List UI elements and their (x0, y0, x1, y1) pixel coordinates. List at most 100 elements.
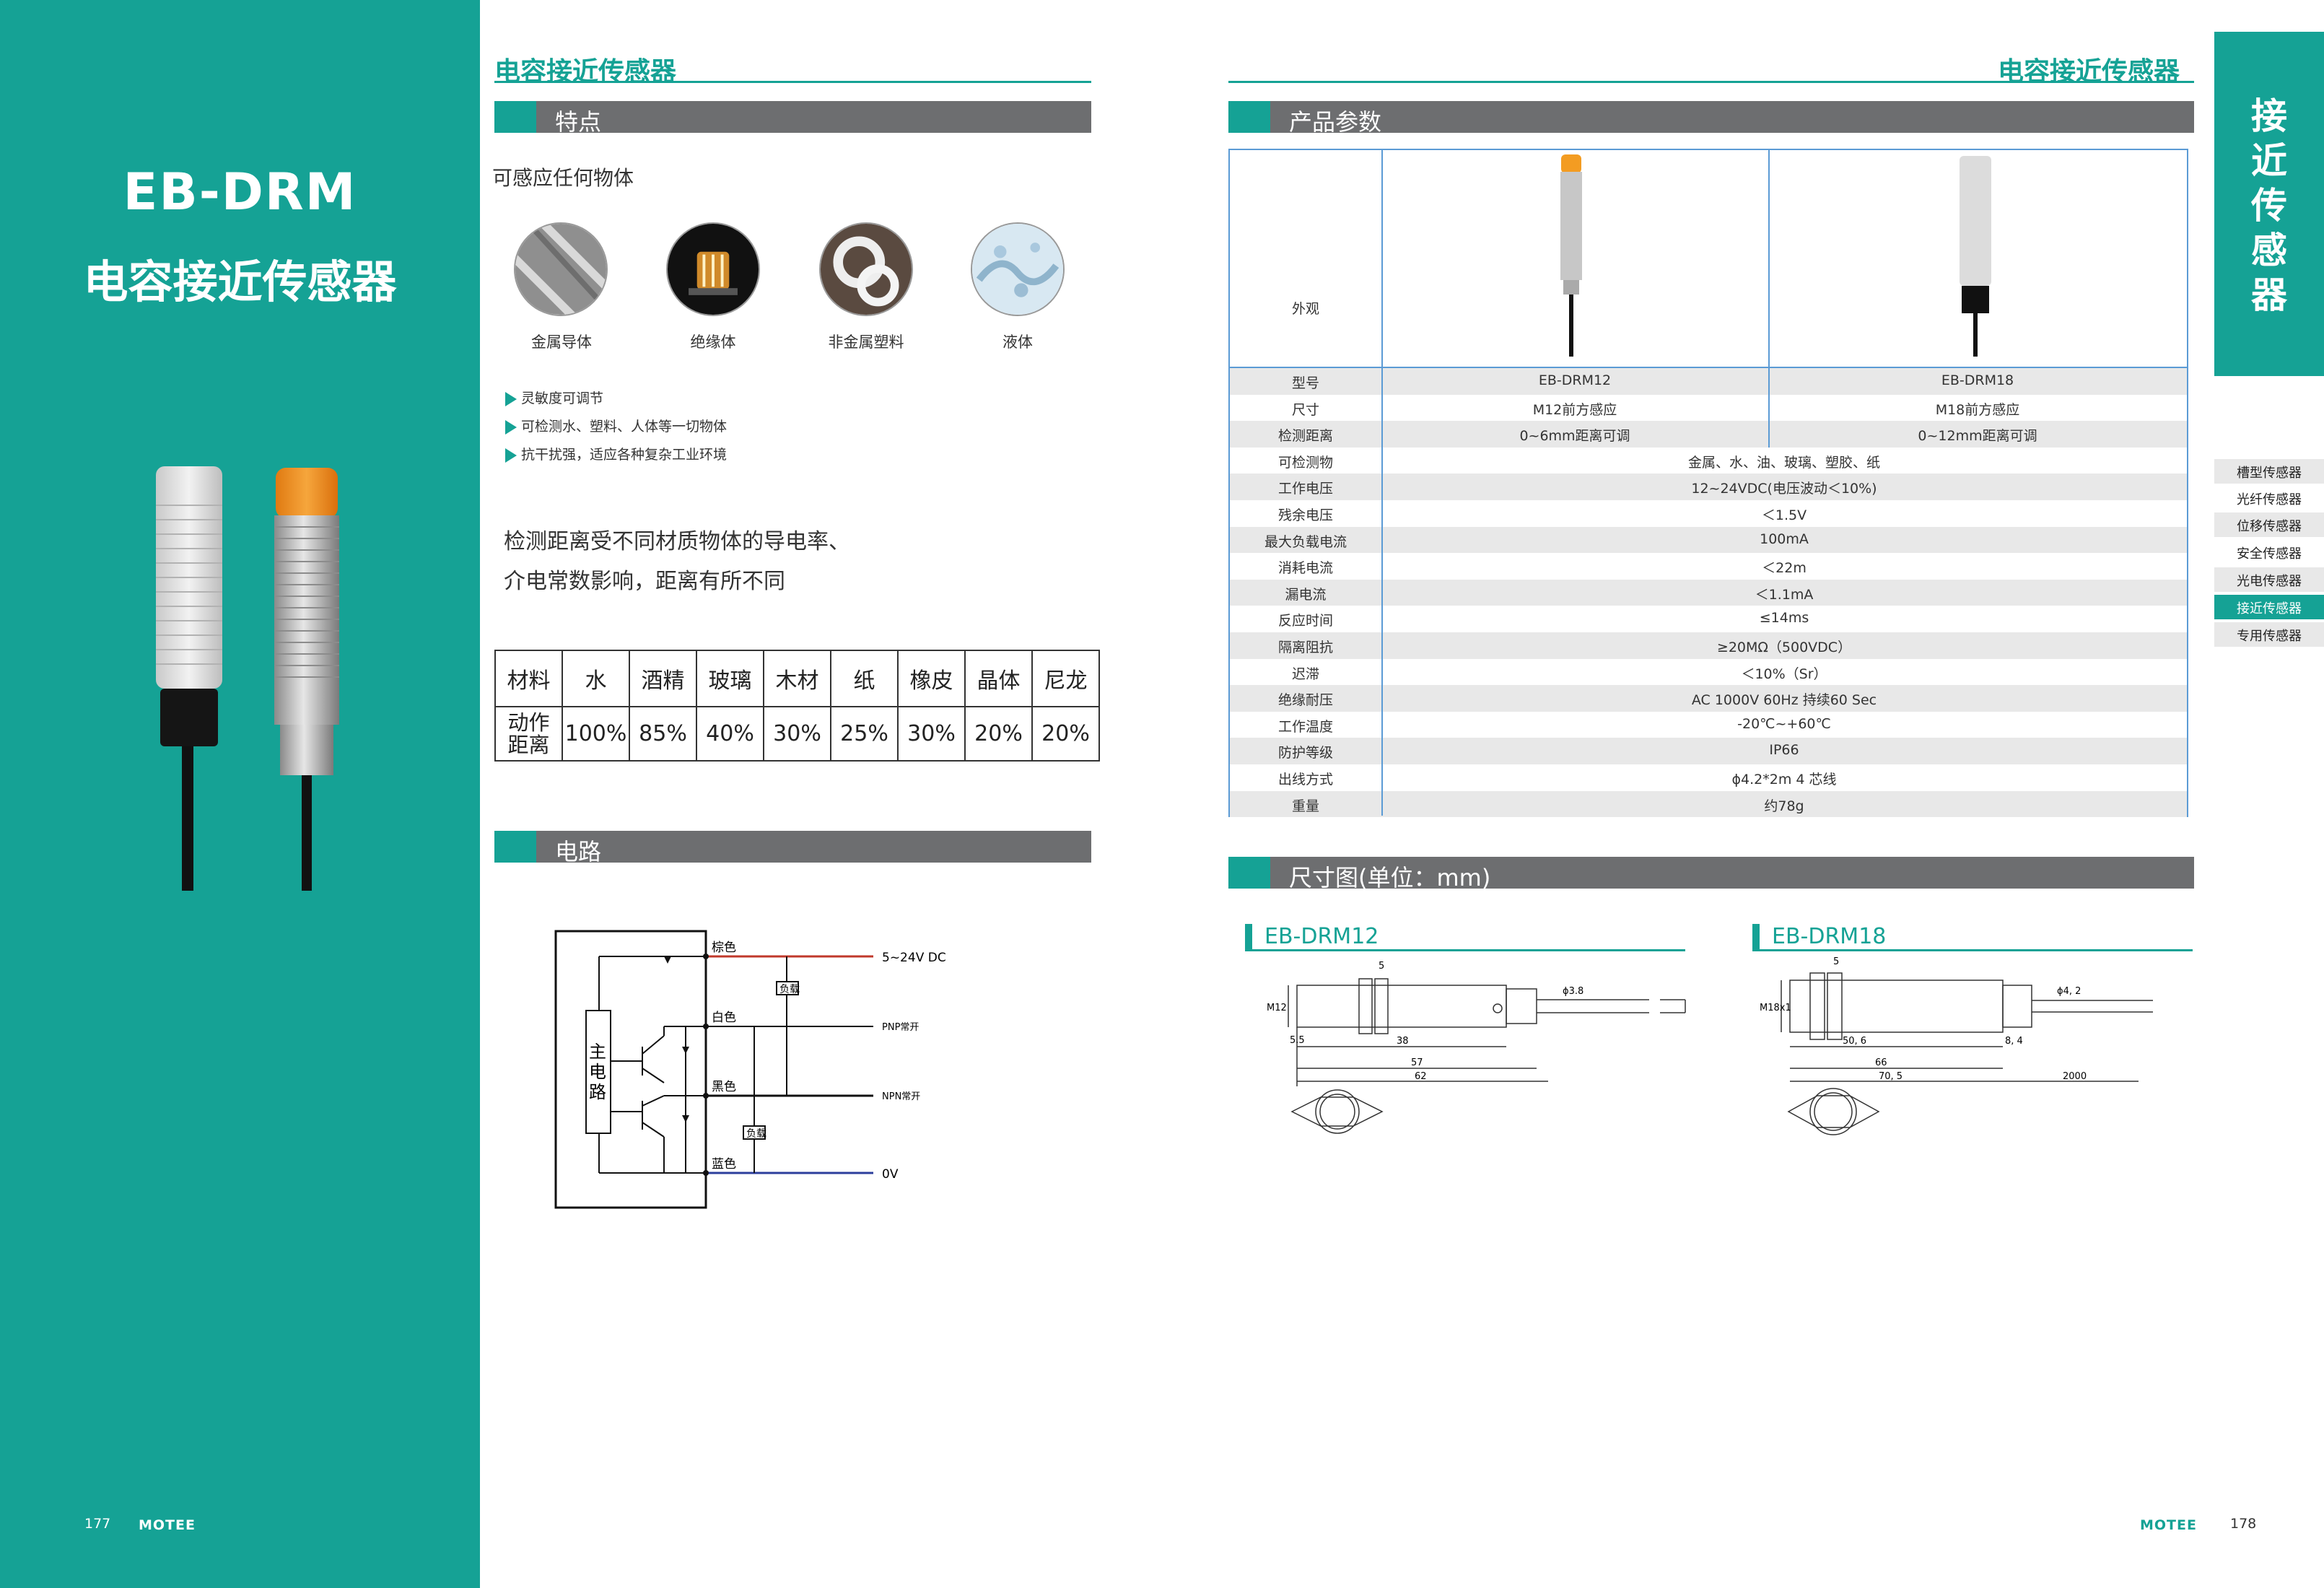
dim-m18-d84: 8, 4 (2005, 1036, 2023, 1047)
features-section-bar: 特点 (494, 101, 1091, 136)
left-brand-logo: MOTEE (139, 1517, 196, 1533)
dim-m12-d38: 38 (1397, 1036, 1409, 1047)
table-row: 残余电压＜1.5V (1277, 507, 1807, 523)
dim-accent-bar (1245, 924, 1252, 951)
triangle-bullet-icon (505, 391, 517, 406)
dimensions-section-bar: 尺寸图(单位：mm) (1228, 857, 2194, 891)
params-title: 产品参数 (1289, 108, 1382, 136)
triangle-bullet-icon (505, 419, 517, 435)
white-wire-label: 白色 (712, 1011, 736, 1025)
side-menu-item[interactable]: 专用传感器 (2214, 622, 2324, 647)
table-row: 可检测物金属、水、油、玻璃、塑胶、纸 (1277, 454, 1880, 471)
table-cell: 25% (830, 706, 899, 762)
note-line-2: 介电常数影响，距离有所不同 (504, 569, 785, 594)
dim-drawing-m18: M18x1 5 50, 6 8, 4 66 70, 5 2000 ɸ4, 2 (1760, 956, 2153, 1135)
left-cover-panel (0, 0, 480, 1588)
table-row: 反应时间≤14ms (1277, 610, 1809, 629)
side-menu-item[interactable]: 光纤传感器 (2237, 492, 2302, 507)
table-cell: 20% (1031, 706, 1100, 762)
circuit-section-bar: 电路 (494, 831, 1091, 865)
zero-volt-label: 0V (882, 1167, 899, 1182)
dim-m12-d57: 57 (1411, 1057, 1423, 1068)
non-metal-plastic-icon (819, 222, 913, 316)
material-label: 非金属塑料 (828, 333, 904, 351)
table-cell: 尼龙 (1031, 650, 1100, 707)
dim-m18-d66: 66 (1875, 1057, 1887, 1068)
material-label: 金属导体 (531, 333, 592, 351)
table-cell: 木材 (763, 650, 831, 707)
table-cell: 纸 (830, 650, 899, 707)
metal-conductor-icon (514, 222, 608, 316)
sensor-m18-image (156, 466, 222, 891)
right-page-number: 178 (2230, 1516, 2257, 1532)
dim-m18-title: EB-DRM18 (1772, 924, 1887, 949)
left-page-number: 177 (84, 1516, 111, 1532)
table-row-label: 动作距离 (494, 706, 563, 762)
detect-any-object-text: 可感应任何物体 (492, 166, 634, 190)
dim-m18-thread: M18x1 (1760, 1003, 1791, 1013)
main-circuit-label: 路 (589, 1082, 606, 1102)
table-row: 迟滞＜10%（Sr） (1291, 666, 1827, 682)
table-row: 重量约78g (1230, 790, 2187, 818)
insulator-icon (666, 222, 760, 316)
table-cell: 85% (629, 706, 697, 762)
note-line-1: 检测距离受不同材质物体的导电率、 (504, 529, 850, 554)
dim-m18-d705: 70, 5 (1879, 1071, 1903, 1082)
product-name-title: 电容接近传感器 (83, 256, 397, 308)
load-label: 负载 (746, 1128, 766, 1140)
sensor-m12-image (274, 468, 339, 891)
dim-m12-title: EB-DRM12 (1264, 924, 1379, 949)
side-menu-item[interactable]: 安全传感器 (2237, 546, 2302, 562)
right-heading-underline (1228, 81, 2194, 83)
table-cell: 20% (964, 706, 1033, 762)
npn-label: NPN常开 (882, 1091, 920, 1102)
dim-m12-d55: 5.5 (1290, 1035, 1305, 1046)
feature-bullet: 可检测水、塑料、人体等一切物体 (505, 416, 727, 435)
category-side-tab-label: 接 近 传 感 器 (2251, 95, 2287, 316)
side-menu-item[interactable]: 槽型传感器 (2214, 459, 2324, 484)
material-distance-table: 材料 水 酒精 玻璃 木材 纸 橡皮 晶体 尼龙 动作距离 100% 85% 4… (494, 650, 1100, 762)
appearance-row: 外观 (1230, 150, 2187, 368)
appearance-label: 外观 (1291, 301, 1319, 317)
table-cell: 30% (763, 706, 831, 762)
sensor-m18-thumbnail (1960, 156, 1991, 357)
black-wire-label: 黑色 (712, 1080, 736, 1094)
category-side-tab (2214, 32, 2324, 376)
table-cell: 水 (562, 650, 630, 707)
dim-m18-nut: 5 (1833, 956, 1839, 967)
blue-wire-label: 蓝色 (712, 1157, 736, 1172)
dim-m12-cable: ɸ3.8 (1563, 986, 1583, 997)
table-row: 消耗电流＜22m (1277, 560, 1807, 577)
dim-m18-cable: ɸ4, 2 (2057, 986, 2081, 997)
table-cell: 酒精 (629, 650, 697, 707)
material-label: 液体 (1002, 333, 1033, 351)
side-menu-item[interactable]: 位移传感器 (2214, 512, 2324, 537)
right-brand-logo: MOTEE (2140, 1517, 2197, 1533)
table-cell: 100% (562, 706, 630, 762)
material-label: 绝缘体 (690, 333, 736, 351)
dim-m18-d506: 50, 6 (1843, 1036, 1866, 1047)
table-cell: 晶体 (964, 650, 1033, 707)
features-title: 特点 (555, 108, 602, 136)
table-cell: 橡皮 (897, 650, 966, 707)
dim-m12-nut: 5 (1379, 961, 1384, 972)
supply-voltage-label: 5~24V DC (882, 951, 946, 965)
side-menu-item-active[interactable]: 接近传感器 (2214, 595, 2324, 619)
left-heading-underline (494, 81, 1091, 83)
table-cell: 材料 (494, 650, 563, 707)
main-circuit-label: 电 (589, 1062, 606, 1082)
table-cell: 30% (897, 706, 966, 762)
dim-m12-d62: 62 (1415, 1071, 1427, 1082)
table-row: 隔离阻抗≥20MΩ（500VDC） (1230, 632, 2187, 659)
brown-wire-label: 棕色 (712, 941, 736, 955)
pnp-label: PNP常开 (882, 1022, 919, 1033)
table-cell: 40% (696, 706, 764, 762)
side-menu-item[interactable]: 光电传感器 (2214, 567, 2324, 592)
table-row: 动作距离 100% 85% 40% 30% 25% 30% 20% 20% (494, 706, 1100, 762)
